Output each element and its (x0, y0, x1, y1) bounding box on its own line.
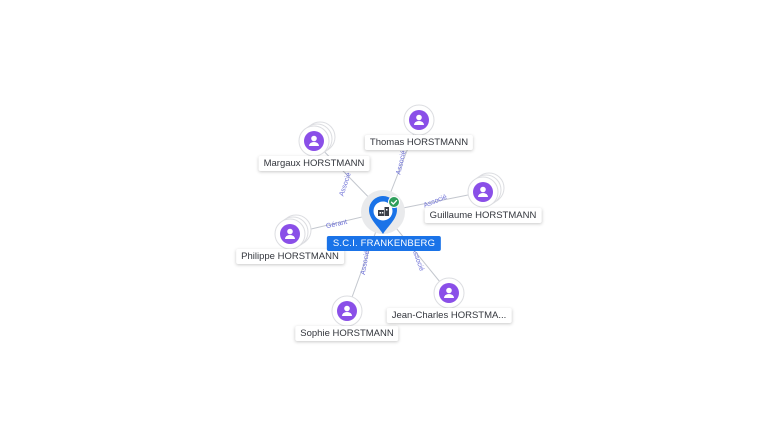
person-node[interactable] (274, 214, 312, 250)
building-icon (378, 207, 389, 216)
edge-role-label: Gérant (325, 219, 347, 230)
person-icon (439, 283, 459, 303)
person-name-label[interactable]: Sophie HORSTMANN (295, 326, 399, 341)
person-name-label[interactable]: Philippe HORSTMANN (236, 249, 344, 264)
person-name-label[interactable]: Thomas HORSTMANN (364, 135, 474, 150)
person-icon (337, 301, 357, 321)
person-name-label[interactable]: Jean-Charles HORSTMA... (386, 308, 512, 323)
edge-role-label: Associé (360, 250, 371, 275)
person-node[interactable] (403, 104, 435, 136)
person-icon (304, 131, 324, 151)
nodes-layer (274, 104, 505, 327)
verified-check-icon (388, 196, 400, 208)
person-name-label[interactable]: Margaux HORSTMANN (258, 156, 370, 171)
person-icon (280, 224, 300, 244)
person-name-label[interactable]: Guillaume HORSTMANN (424, 208, 542, 223)
person-node[interactable] (467, 172, 505, 208)
person-node[interactable] (298, 121, 336, 157)
person-icon (409, 110, 429, 130)
person-node[interactable] (433, 277, 465, 309)
person-icon (473, 182, 493, 202)
company-name-label[interactable]: S.C.I. FRANKENBERG (326, 236, 442, 251)
company-node[interactable] (361, 190, 405, 234)
person-node[interactable] (331, 295, 363, 327)
edge-role-label: Associé (395, 150, 407, 176)
edge-role-label: Associé (338, 172, 352, 198)
